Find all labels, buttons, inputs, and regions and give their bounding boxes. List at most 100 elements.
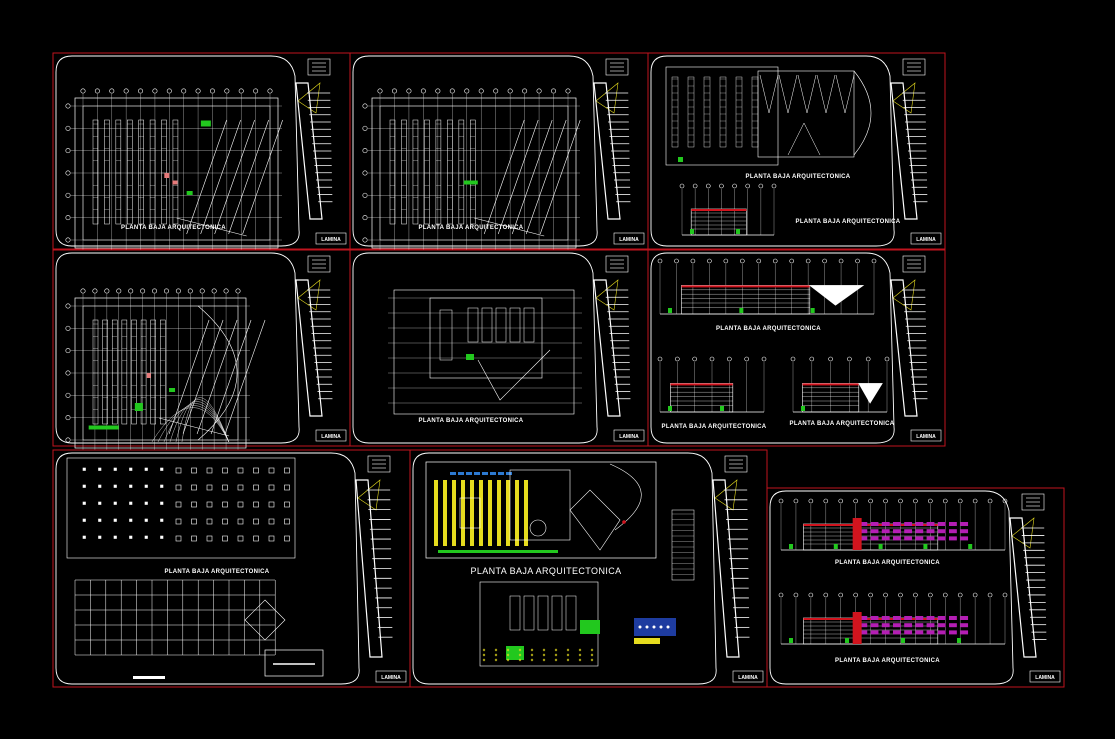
window-pane	[881, 616, 890, 620]
window-pane	[893, 616, 901, 620]
furniture-block	[172, 180, 178, 185]
parking-row	[735, 76, 743, 148]
planting-area	[463, 180, 478, 185]
footing	[284, 518, 290, 525]
key-plan-dot	[645, 625, 649, 629]
axis-bubble	[809, 356, 815, 362]
footing	[268, 535, 275, 542]
plan-caption: PLANTA BAJA ARQUITECTONICA	[165, 569, 270, 575]
window-pane	[893, 623, 901, 628]
room-module	[551, 595, 563, 631]
tower-volume	[852, 518, 862, 550]
footing	[82, 467, 86, 471]
footing	[175, 484, 182, 491]
window-pane	[949, 630, 957, 635]
footing	[268, 518, 275, 525]
axis-bubble	[551, 88, 557, 94]
tree-symbol	[668, 308, 672, 313]
footing	[222, 501, 228, 508]
title-strip	[355, 479, 383, 658]
axis-bubble	[692, 356, 697, 362]
axis-bubble	[362, 192, 368, 198]
parking-dot	[482, 648, 486, 652]
axis-bubble	[362, 215, 368, 221]
parking-dot	[566, 653, 570, 657]
parking-dot	[542, 653, 546, 657]
room-module	[537, 595, 549, 631]
diagonal-wall	[525, 119, 567, 235]
axis-bubble	[65, 437, 71, 443]
title-strip	[295, 279, 323, 417]
axis-bubble	[957, 592, 963, 598]
shelf-rack	[434, 480, 438, 546]
sheet-border	[647, 249, 946, 447]
window-pane	[926, 630, 935, 635]
axis-bubble	[109, 88, 115, 94]
shelf-rack	[506, 480, 510, 546]
sheet-border	[52, 52, 351, 250]
axis-bubble	[972, 498, 978, 504]
diagonal-wall	[214, 119, 255, 235]
axis-bubble	[80, 288, 86, 294]
axis-bubble	[449, 88, 455, 94]
roundabout	[529, 519, 547, 537]
key-plan-note	[634, 638, 660, 644]
axis-bubble	[65, 125, 71, 131]
tree-symbol	[923, 544, 928, 549]
axis-bubble	[865, 356, 871, 362]
axis-bubble	[152, 288, 158, 294]
footing	[82, 535, 86, 539]
parking-dot	[530, 648, 534, 652]
axis-bubble	[522, 88, 528, 94]
footing	[191, 518, 197, 525]
footing	[82, 518, 86, 522]
tree-symbol	[957, 638, 961, 643]
window-pane	[859, 536, 868, 541]
axis-bubble	[709, 356, 715, 362]
axis-bubble	[104, 288, 110, 294]
axis-bubble	[745, 183, 751, 189]
shelf-rack	[138, 119, 144, 225]
shelf-rack	[150, 319, 156, 425]
shelf-rack	[524, 480, 528, 546]
footing	[206, 518, 213, 525]
window-pane	[960, 522, 969, 526]
parking-plan	[665, 66, 779, 166]
footing	[191, 467, 197, 474]
axis-bubble	[123, 88, 129, 94]
shelf-rack	[121, 319, 128, 425]
site-outline	[393, 289, 575, 415]
footing	[237, 467, 244, 474]
parking-dot	[518, 653, 522, 657]
logo-icon	[307, 255, 331, 273]
furniture-block	[164, 173, 170, 178]
axis-bubble	[65, 415, 71, 421]
footing	[160, 518, 164, 522]
window-pane	[881, 536, 890, 541]
footing	[98, 518, 102, 522]
parking-row	[719, 76, 727, 148]
room-module	[523, 595, 535, 631]
footing	[191, 484, 197, 491]
axis-bubble	[744, 356, 749, 362]
sheet-number-box	[910, 429, 942, 442]
diagonal-wall	[242, 119, 283, 235]
footing	[206, 484, 213, 491]
window-pane	[893, 522, 901, 526]
axis-bubble	[65, 215, 71, 221]
parking-dot	[518, 648, 522, 652]
elevation-caption: PLANTA BAJA ARQUITECTONICA	[716, 326, 821, 332]
window-pane	[949, 616, 957, 620]
axis-bubble	[898, 592, 903, 598]
axis-bubble	[362, 103, 368, 109]
planting-area	[580, 620, 600, 634]
axis-bubble	[138, 88, 144, 94]
logo-icon	[902, 255, 926, 273]
sheet-number-label: LAMINA	[916, 237, 936, 243]
curved-facade	[853, 70, 872, 156]
sheet-number-label: LAMINA	[321, 237, 341, 243]
sheet-number-box	[315, 232, 347, 245]
window-pane	[949, 623, 957, 628]
window-pane	[937, 536, 946, 541]
